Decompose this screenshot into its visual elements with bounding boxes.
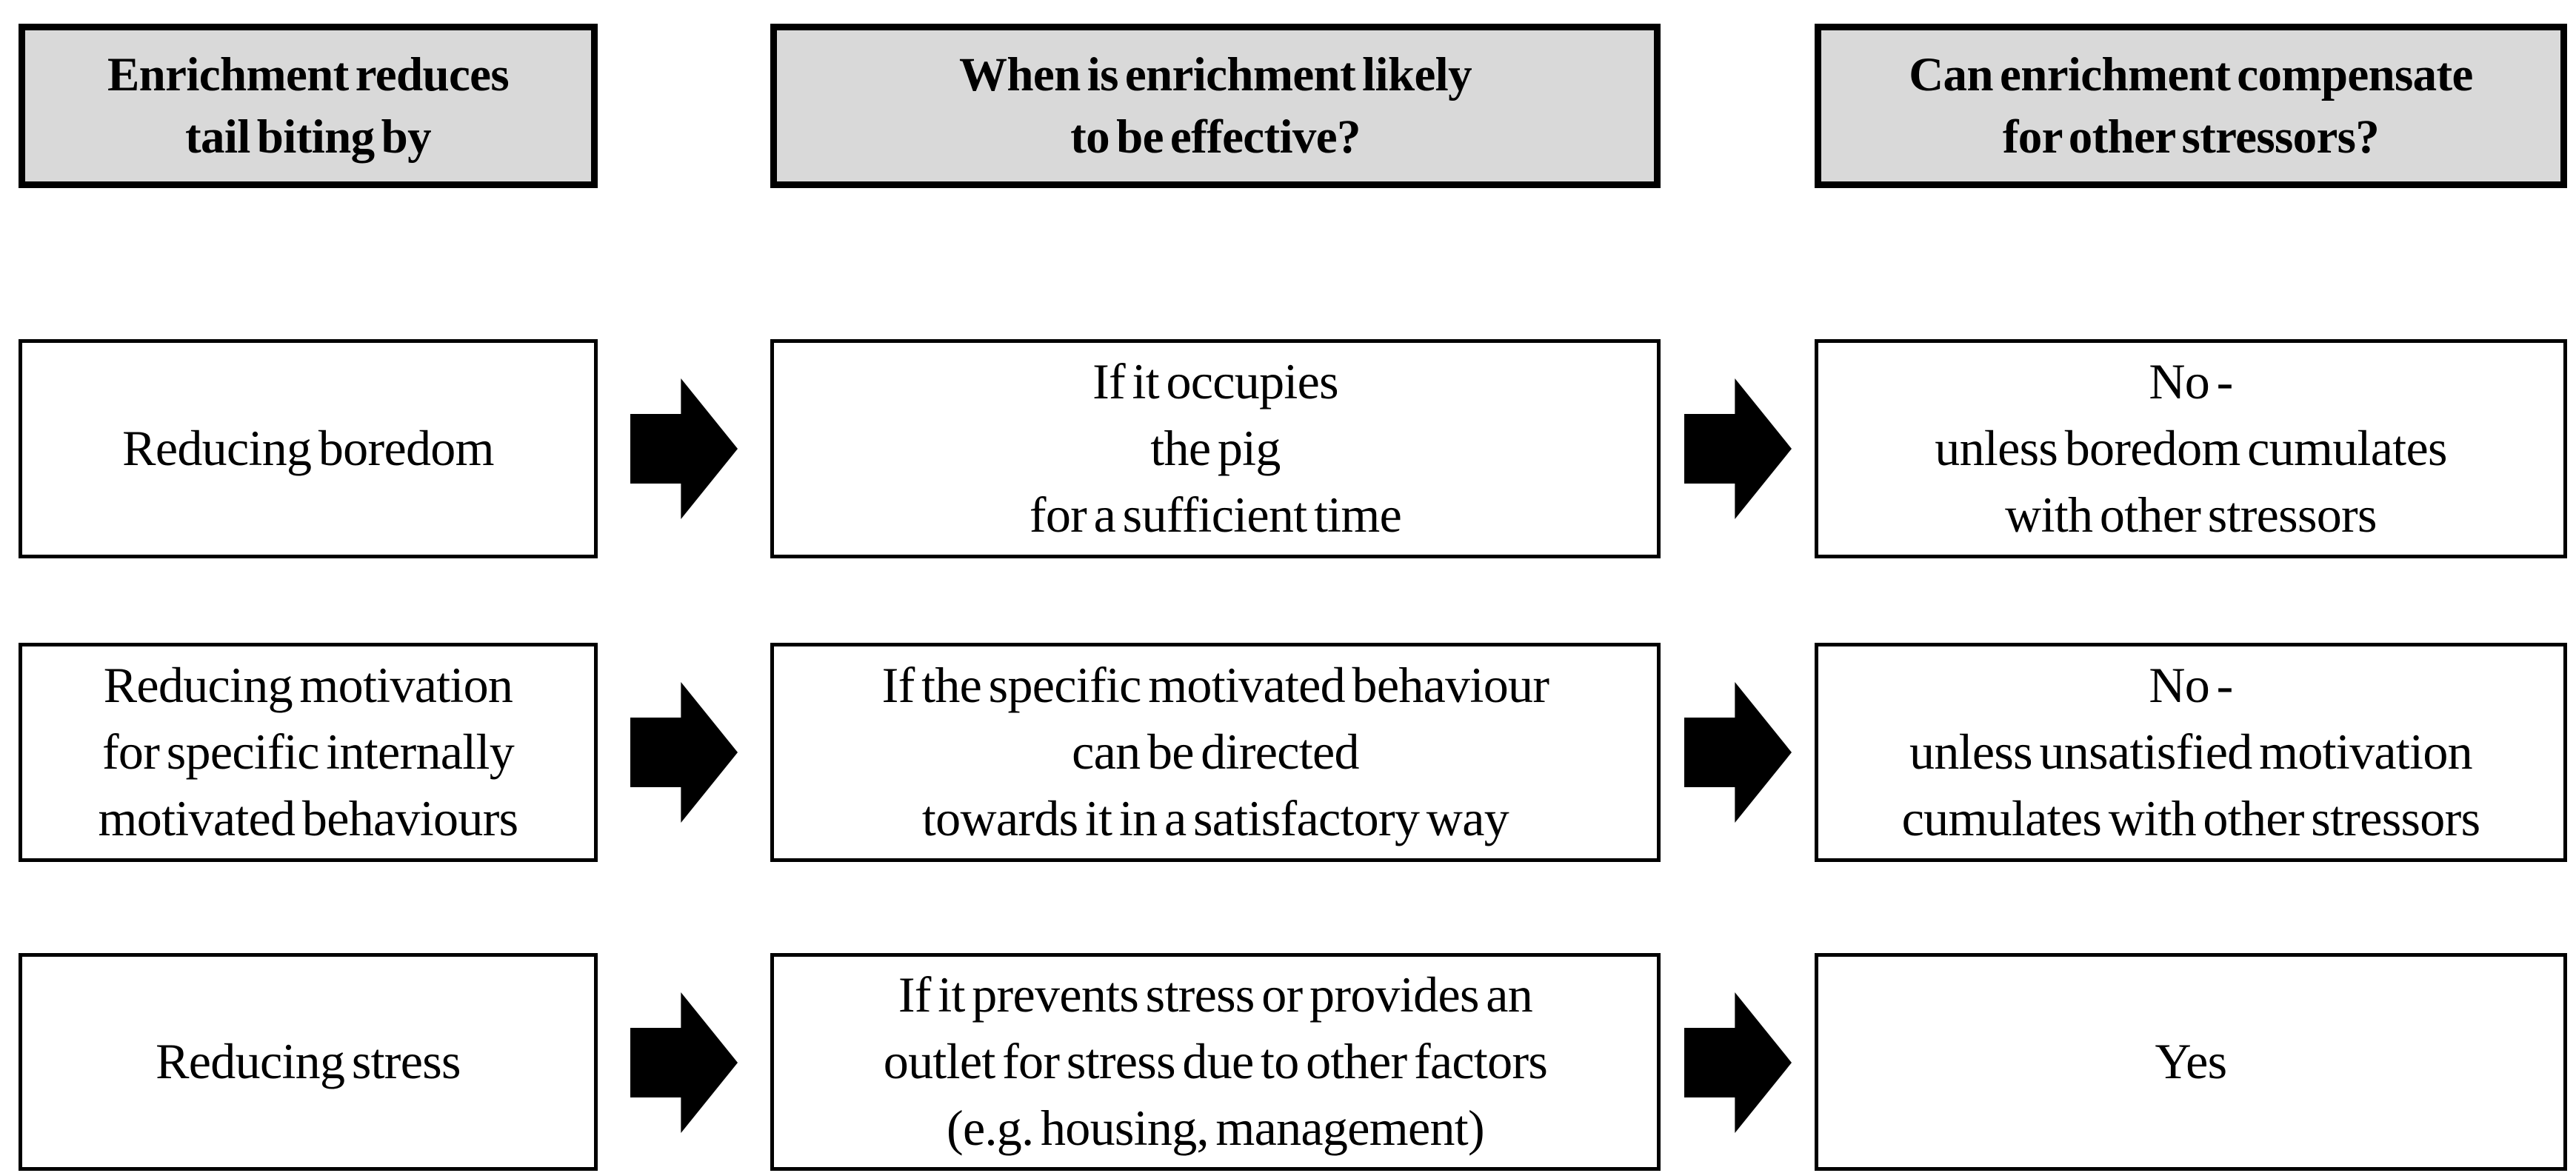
header-when-effective: When is enrichment likely to be effectiv… — [770, 24, 1661, 188]
right-arrow-icon — [630, 378, 738, 519]
box-effectiveness-boredom: If it occupies the pig for a sufficient … — [770, 339, 1661, 558]
header-can-compensate: Can enrichment compensate for other stre… — [1815, 24, 2567, 188]
box-compensation-boredom: No - unless boredom cumulates with other… — [1815, 339, 2567, 558]
box-mechanism-stress: Reducing stress — [19, 953, 598, 1171]
header-enrichment-reduces: Enrichment reduces tail biting by — [19, 24, 598, 188]
box-effectiveness-stress: If it prevents stress or provides an out… — [770, 953, 1661, 1171]
right-arrow-icon — [1684, 682, 1792, 823]
right-arrow-icon — [1684, 378, 1792, 519]
box-mechanism-boredom: Reducing boredom — [19, 339, 598, 558]
box-compensation-motivation: No - unless unsatisfied motivation cumul… — [1815, 643, 2567, 862]
box-effectiveness-motivation: If the specific motivated behaviour can … — [770, 643, 1661, 862]
right-arrow-icon — [630, 682, 738, 823]
right-arrow-icon — [630, 992, 738, 1133]
box-mechanism-motivation: Reducing motivation for specific interna… — [19, 643, 598, 862]
box-compensation-stress: Yes — [1815, 953, 2567, 1171]
right-arrow-icon — [1684, 992, 1792, 1133]
